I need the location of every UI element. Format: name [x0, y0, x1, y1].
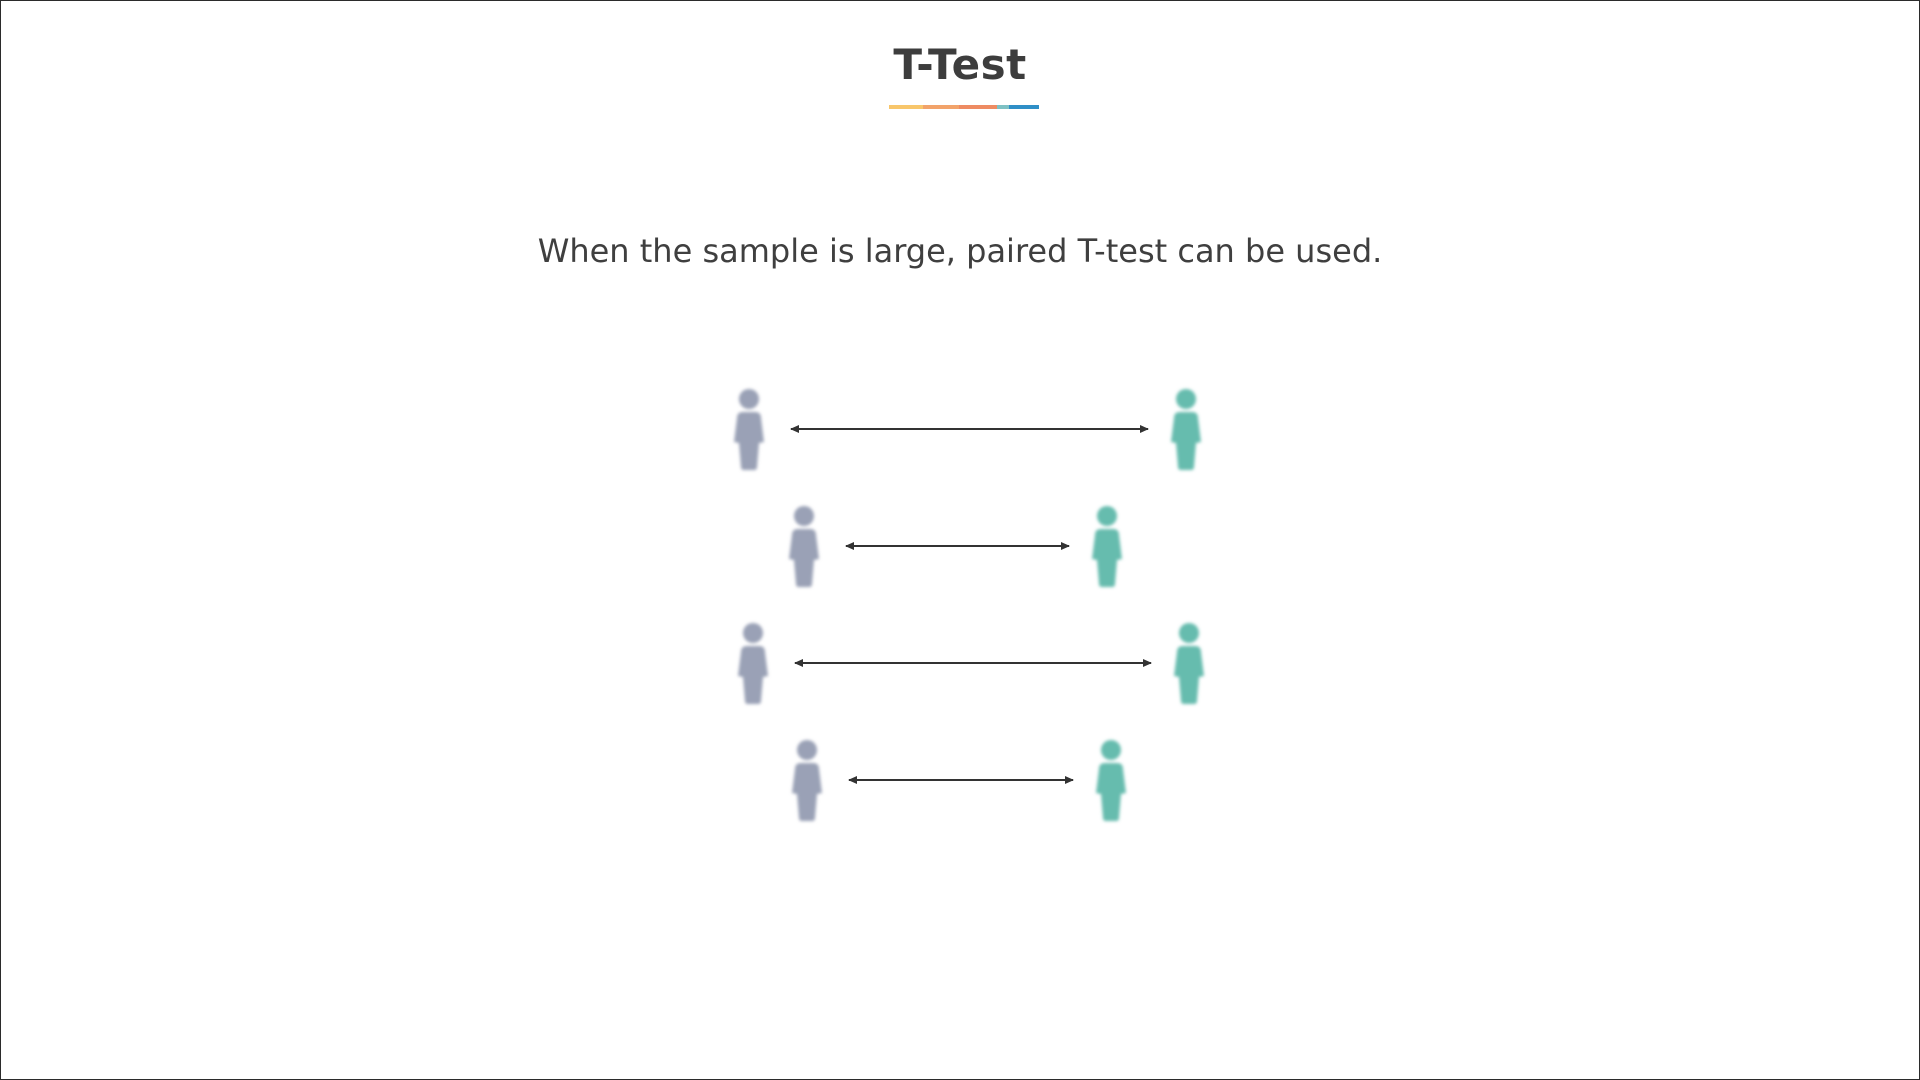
pair-row [738, 623, 1204, 704]
right-person-icon [1092, 506, 1122, 587]
underline-segment [1009, 105, 1039, 109]
underline-segment [923, 105, 959, 109]
slide-subtitle: When the sample is large, paired T-test … [537, 232, 1383, 270]
left-person-icon [792, 740, 822, 821]
underline-segment [997, 105, 1009, 109]
pair-row [792, 740, 1126, 821]
left-person-icon [734, 389, 764, 470]
right-person-icon [1174, 623, 1204, 704]
underline-segment [959, 105, 997, 109]
right-person-icon [1171, 389, 1201, 470]
right-person-icon [1096, 740, 1126, 821]
page-title: T-Test [893, 40, 1027, 89]
pair-row [734, 389, 1201, 470]
left-person-icon [738, 623, 768, 704]
title-underline [889, 105, 1039, 109]
pair-row [789, 506, 1122, 587]
underline-segment [889, 105, 923, 109]
left-person-icon [789, 506, 819, 587]
